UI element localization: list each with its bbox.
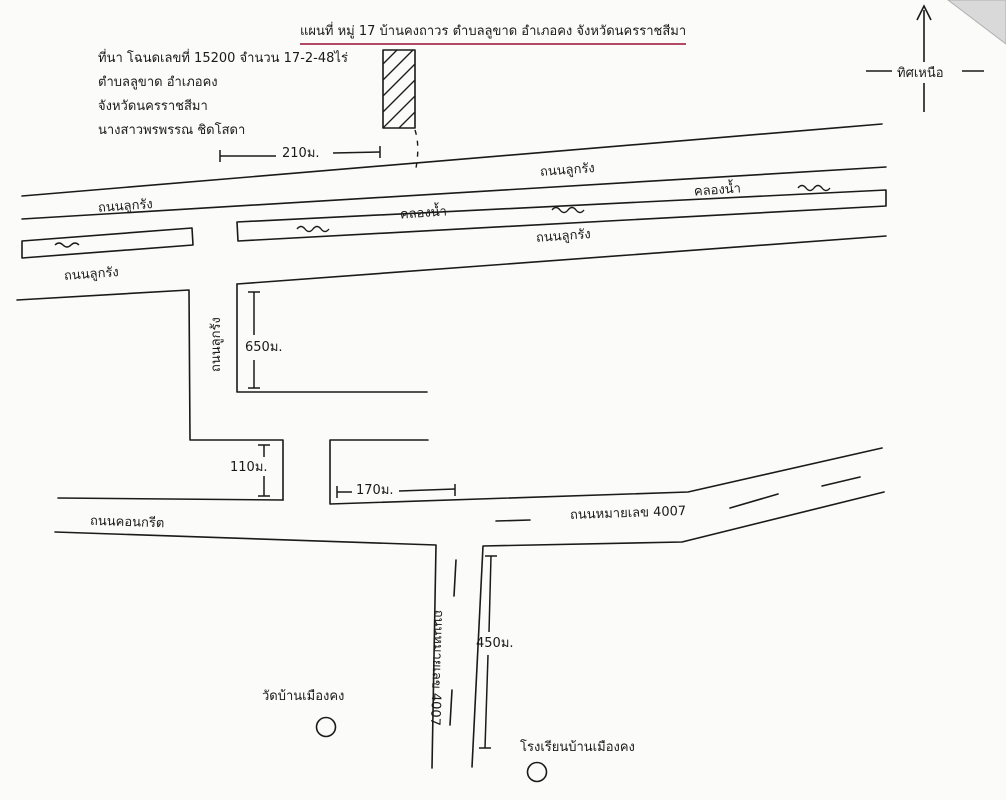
distance-label-650: 650ม. bbox=[245, 340, 283, 355]
road-edge-left-block bbox=[16, 289, 284, 501]
road-edge-highway-lower bbox=[471, 491, 885, 768]
plot-info: ที่นา โฉนดเลขที่ 15200 จำนวน 17-2-48ไร่ … bbox=[98, 47, 348, 143]
road-edge-concrete-lower bbox=[54, 531, 437, 769]
north-arrow bbox=[866, 4, 984, 112]
road-label-luk-rang-vertical: ถนนลูกรัง bbox=[209, 317, 224, 372]
distance-label-210: 210ม. bbox=[282, 146, 320, 161]
canal-label-right: คลองน้ำ bbox=[693, 181, 742, 200]
school-marker bbox=[526, 761, 548, 783]
road-label-luk-rang-top-left: ถนนลูกรัง bbox=[97, 197, 154, 216]
plot-hatching bbox=[382, 49, 416, 129]
road-edge-concrete-upper bbox=[57, 497, 284, 501]
canal-waves bbox=[54, 184, 831, 248]
dimension-lines bbox=[219, 146, 497, 749]
plot-access-path bbox=[414, 129, 419, 169]
road-label-luk-rang-top-right: ถนนลูกรัง bbox=[539, 161, 596, 180]
distance-label-450: 450ม. bbox=[476, 636, 514, 651]
plot-info-line-1: ที่นา โฉนดเลขที่ 15200 จำนวน 17-2-48ไร่ bbox=[98, 51, 348, 66]
paper-corner-fold bbox=[947, 0, 1006, 45]
distance-label-170: 170ม. bbox=[356, 483, 394, 498]
temple-marker bbox=[315, 716, 337, 738]
canal-label-center: คลองน้ำ bbox=[399, 204, 448, 223]
road-label-highway-vertical: ถนนหมายเลข 4007 bbox=[426, 609, 446, 727]
road-label-luk-rang-left: ถนนลูกรัง bbox=[63, 265, 120, 284]
road-label-highway-horizontal: ถนนหมายเลข 4007 bbox=[569, 503, 687, 524]
north-label: ทิศเหนือ bbox=[893, 62, 948, 83]
landmark-label-temple: วัดบ้านเมืองคง bbox=[262, 689, 345, 704]
road-label-concrete: ถนนคอนกรีต bbox=[89, 513, 165, 532]
plot-info-line-3: จังหวัดนครราชสีมา bbox=[98, 99, 208, 114]
landmark-label-school: โรงเรียนบ้านเมืองคง bbox=[520, 740, 635, 755]
distance-label-110: 110ม. bbox=[230, 460, 268, 475]
road-label-luk-rang-mid: ถนนลูกรัง bbox=[535, 227, 592, 246]
plot-info-line-2: ตำบลลูขาด อำเภอคง bbox=[98, 75, 218, 90]
road-edge-vertical-right bbox=[236, 283, 428, 393]
highway-centerline bbox=[449, 476, 861, 726]
canal-strip-right bbox=[236, 189, 887, 242]
road-edge-mid bbox=[236, 235, 887, 285]
plot-info-line-4: นางสาวพรพรรณ ชิดโสดา bbox=[98, 123, 246, 138]
canal-strip-left bbox=[21, 227, 194, 259]
road-edge-top-lower bbox=[21, 166, 887, 220]
map-title: แผนที่ หมู่ 17 บ้านคงถาวร ตำบลลูขาด อำเภ… bbox=[300, 20, 687, 45]
road-edge-top-upper bbox=[21, 123, 883, 197]
road-edge-center-block bbox=[329, 439, 883, 505]
